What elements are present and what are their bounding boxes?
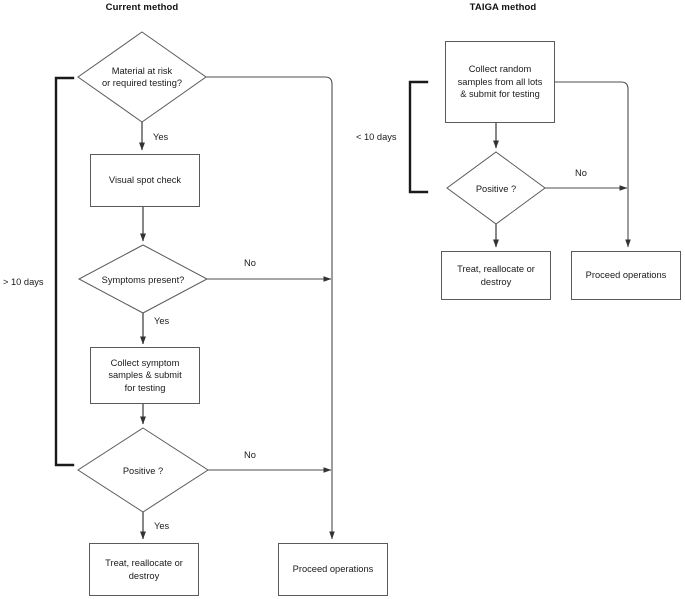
- edge-label-d3-yes: Yes: [154, 521, 170, 531]
- bracket-label-more-than-10-days: > 10 days: [3, 277, 44, 287]
- bracket-more-than-10-days: [54, 76, 75, 467]
- node-proceed-operations-current[interactable]: Proceed operations: [278, 543, 388, 596]
- edge-label-taiga-positive-no: No: [575, 168, 587, 178]
- diamond-label-positive-taiga: Positive ?: [475, 183, 517, 194]
- edge-label-d3-no: No: [244, 450, 256, 460]
- node-proceed-operations-taiga[interactable]: Proceed operations: [571, 251, 681, 300]
- column-title-taiga-method: TAIGA method: [469, 2, 537, 13]
- node-collect-random-samples[interactable]: Collect random samples from all lots & s…: [445, 41, 555, 123]
- node-collect-random-samples-label: Collect random samples from all lots & s…: [457, 64, 543, 100]
- column-title-current-method: Current method: [105, 2, 179, 13]
- node-treat-reallocate-destroy-taiga-label: Treat, reallocate or destroy: [457, 264, 535, 287]
- node-proceed-operations-taiga-label: Proceed operations: [585, 270, 667, 281]
- node-treat-reallocate-destroy-current[interactable]: Treat, reallocate or destroy: [89, 543, 199, 596]
- node-collect-symptom-samples[interactable]: Collect symptom samples & submit for tes…: [90, 347, 200, 404]
- edge-label-d1-yes: Yes: [153, 132, 169, 142]
- edge-collect-random-right-to-proceed: [554, 81, 631, 248]
- node-visual-spot-check[interactable]: Visual spot check: [90, 154, 200, 207]
- edge-label-d2-no: No: [244, 258, 256, 268]
- diamond-label-material-at-risk: Material at risk or required testing?: [101, 65, 183, 88]
- node-proceed-operations-current-label: Proceed operations: [292, 564, 374, 575]
- node-treat-reallocate-destroy-taiga[interactable]: Treat, reallocate or destroy: [441, 251, 551, 300]
- diamond-label-positive-current: Positive ?: [122, 465, 164, 476]
- node-visual-spot-check-label: Visual spot check: [108, 175, 182, 186]
- node-treat-reallocate-destroy-current-label: Treat, reallocate or destroy: [105, 558, 183, 581]
- edge-label-d2-yes: Yes: [154, 316, 170, 326]
- bracket-less-than-10-days: [408, 80, 429, 194]
- bracket-label-less-than-10-days: < 10 days: [356, 132, 397, 142]
- diamond-label-symptoms-present: Symptoms present?: [101, 274, 185, 285]
- node-collect-symptom-samples-label: Collect symptom samples & submit for tes…: [108, 357, 182, 393]
- edge-d1-right-to-proceed-current: [206, 76, 335, 540]
